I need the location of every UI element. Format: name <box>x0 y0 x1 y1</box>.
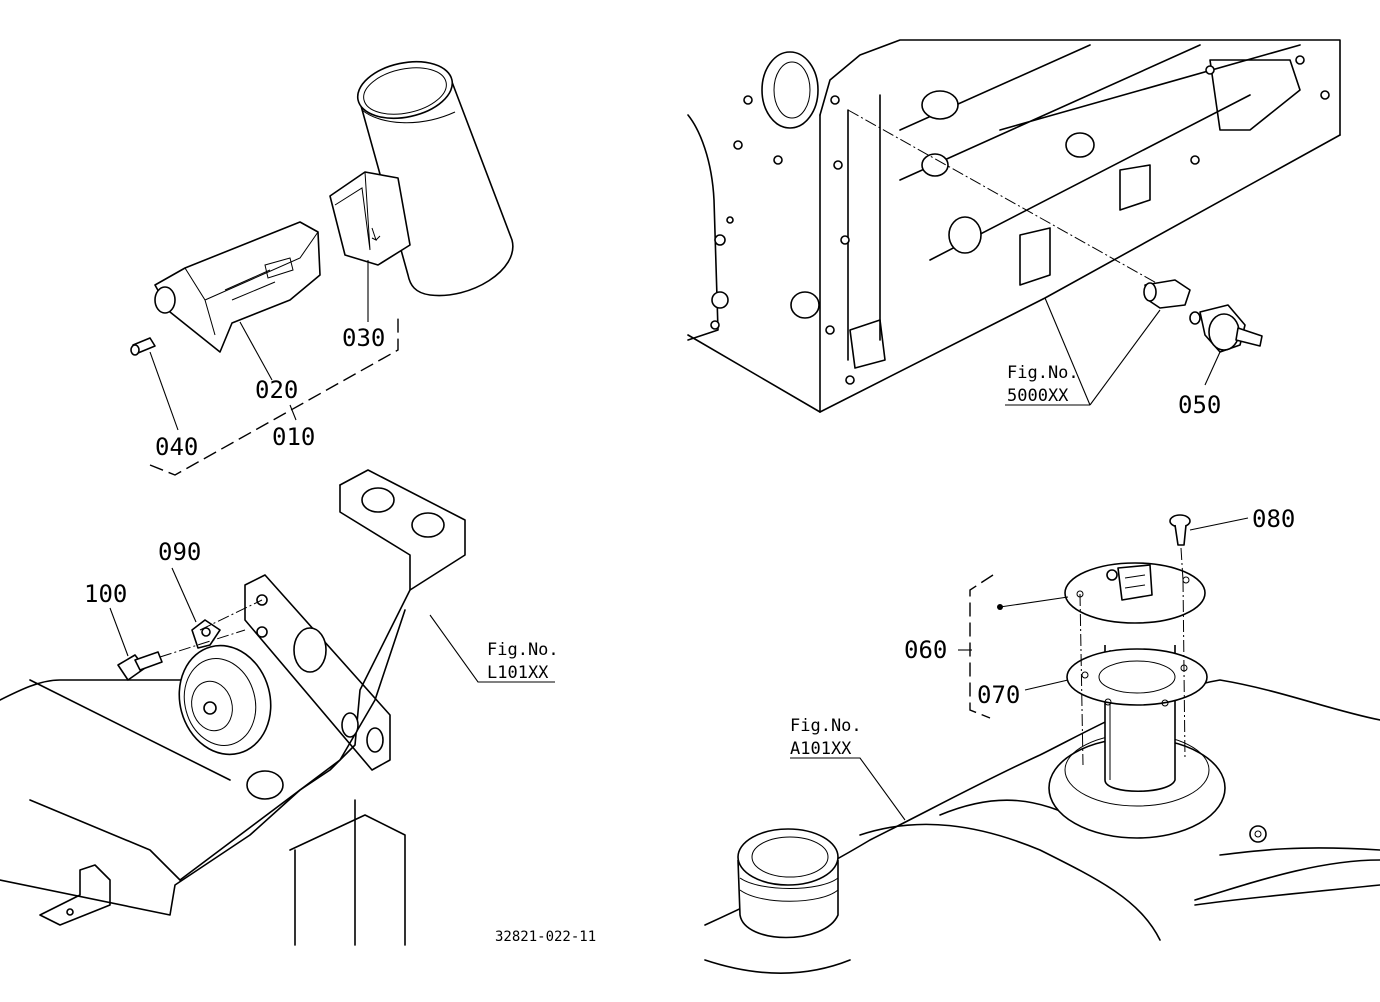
engine-block <box>687 39 1341 413</box>
bolt-100 <box>117 651 163 681</box>
leader-dot <box>997 604 1003 610</box>
callout-050: 050 <box>1178 391 1221 419</box>
adapter-fitting <box>1143 279 1191 309</box>
sensor-050 <box>1189 304 1263 353</box>
air-flow-sensor-020 <box>154 221 321 353</box>
sensor-flange-030 <box>329 171 411 266</box>
callout-010: 010 <box>272 423 315 451</box>
frame-bracket <box>0 469 466 946</box>
screw-040 <box>130 337 156 356</box>
fig-ref-tank-line1: Fig.No. <box>790 716 862 736</box>
callout-020: 020 <box>255 376 298 404</box>
air-intake-pipe <box>356 60 514 297</box>
callout-100: 100 <box>84 580 127 608</box>
gasket-070 <box>1066 648 1208 707</box>
callout-070: 070 <box>977 681 1020 709</box>
fig-ref-frame-line1: Fig.No. <box>487 640 559 660</box>
assembly-bracket-010 <box>149 318 399 476</box>
drawing-number: 32821-022-11 <box>495 929 596 945</box>
fig-ref-frame-line2: L101XX <box>487 663 549 683</box>
fig-ref-engine-line1: Fig.No. <box>1007 363 1079 383</box>
callout-090: 090 <box>158 538 201 566</box>
callout-030: 030 <box>342 324 385 352</box>
callout-080: 080 <box>1252 505 1295 533</box>
bolt-080 <box>1169 514 1191 546</box>
fig-ref-tank-line2: A101XX <box>790 739 852 759</box>
callout-040: 040 <box>155 433 198 461</box>
fig-ref-engine-line2: 5000XX <box>1007 386 1069 406</box>
filler-neck <box>704 828 851 974</box>
callout-060: 060 <box>904 636 947 664</box>
horn-090 <box>178 619 272 756</box>
